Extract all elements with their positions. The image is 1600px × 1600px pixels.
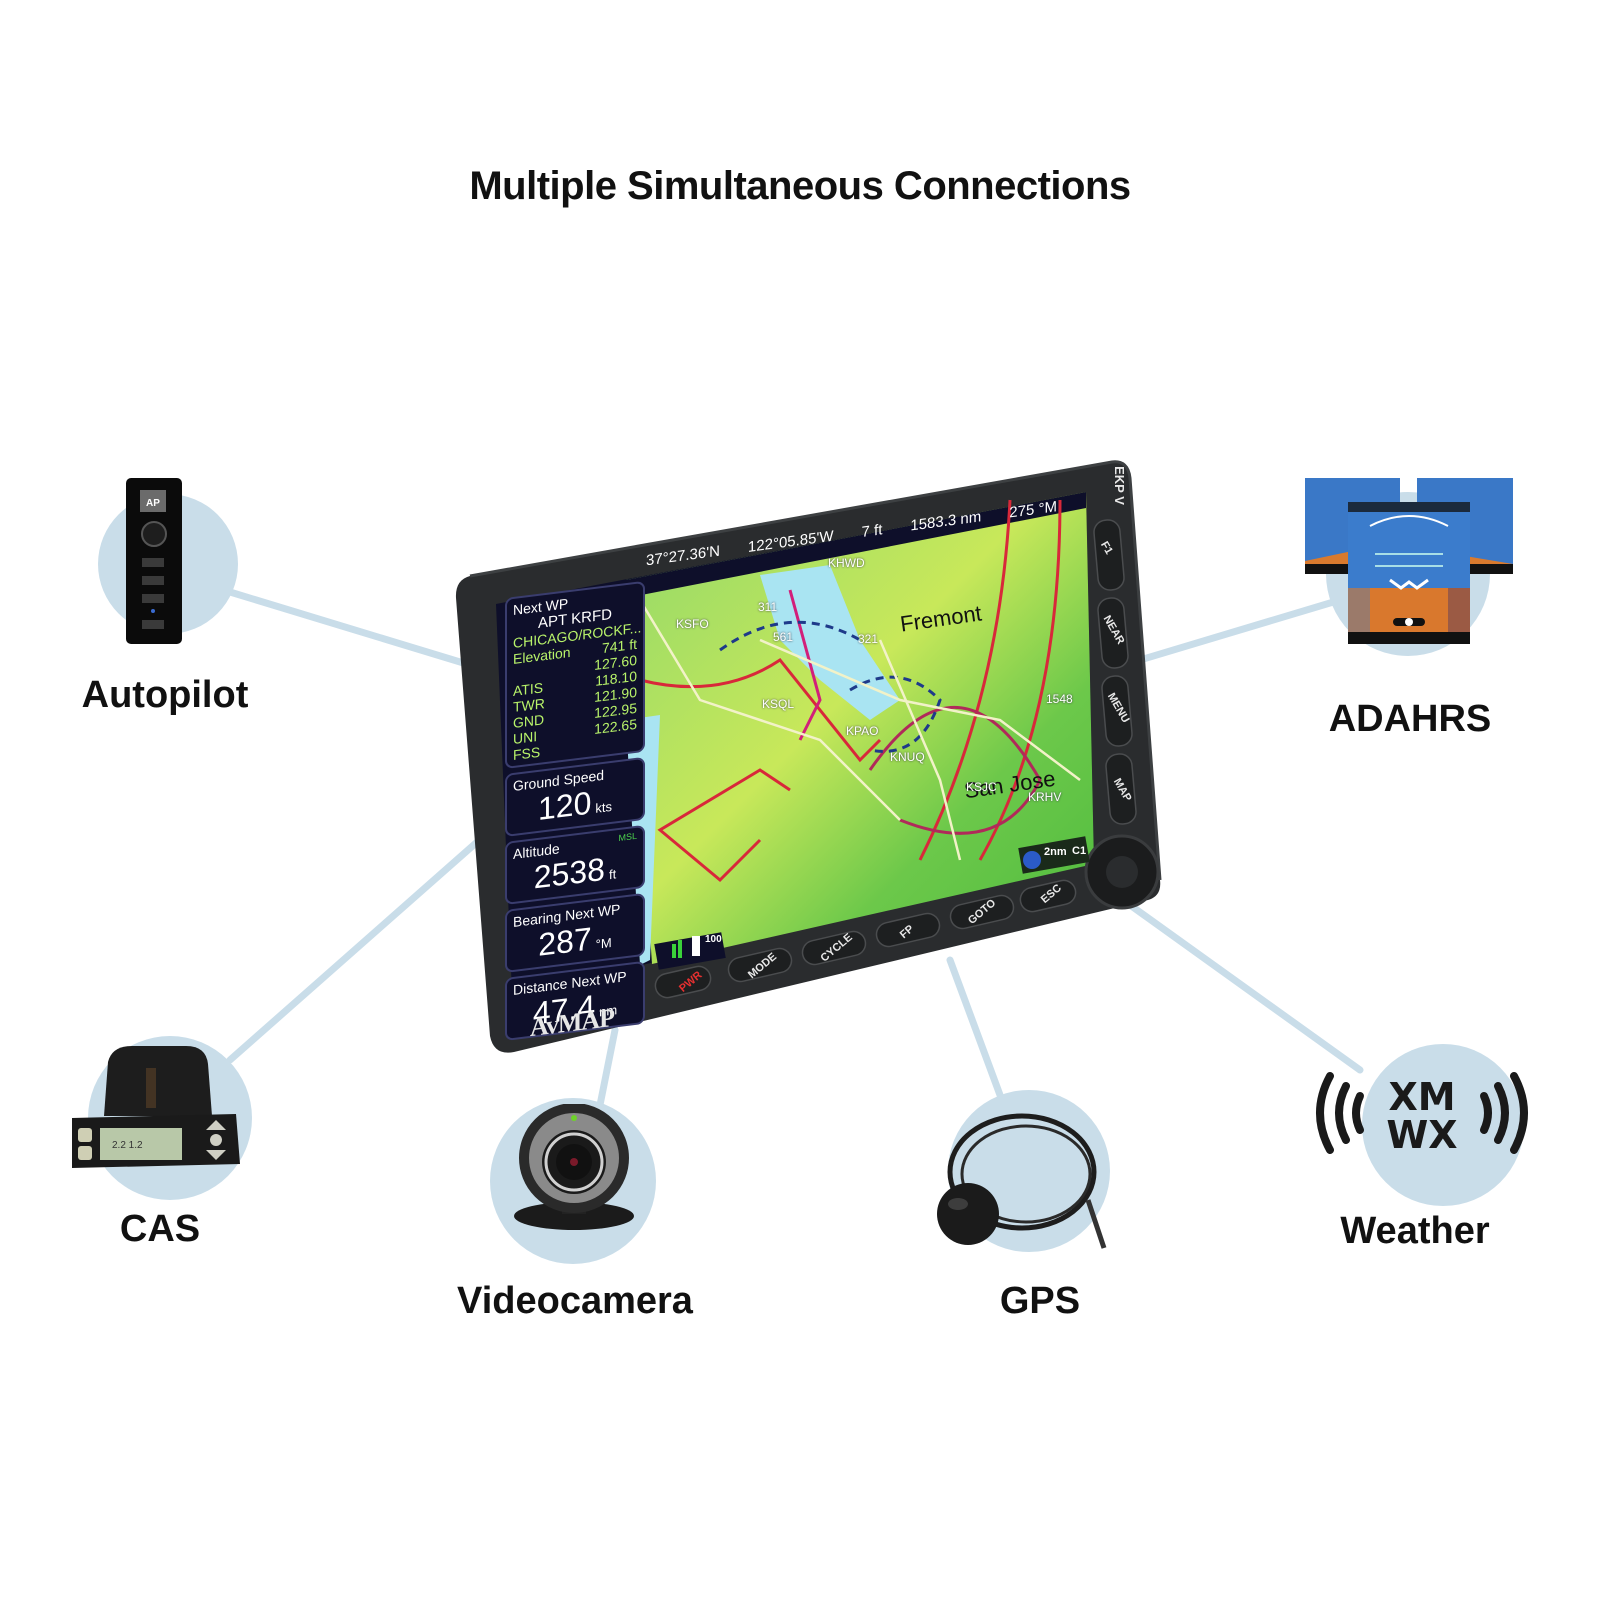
freq-label: FSS [513, 743, 541, 764]
map-obstacle-label: 321 [858, 632, 879, 646]
map-airport-label[interactable]: KRHV [1028, 790, 1062, 804]
gps-antenna-icon [937, 1113, 1107, 1249]
peripheral-label: GPS [999, 1280, 1081, 1322]
webcam-icon [514, 1104, 634, 1230]
battery-percent: 100 [705, 934, 722, 945]
peripheral-label: ADAHRS [1328, 698, 1492, 740]
bearing-next-wp-panel[interactable]: Bearing Next WP 287°M [505, 892, 645, 973]
map-obstacle-label: 1548 [1046, 692, 1073, 706]
model-label: EKP V [1111, 466, 1127, 505]
map-airport-label[interactable]: KSQL [762, 697, 795, 711]
bearing-value: 287 [538, 920, 592, 963]
bubble-background [1362, 1044, 1524, 1206]
peripheral-label: Weather [1340, 1210, 1490, 1252]
map-obstacle-label: 561 [773, 630, 794, 644]
map-airport-label[interactable]: KNUQ [890, 750, 925, 764]
map-obstacle-label: 311 [758, 600, 778, 614]
map-scale[interactable]: 2nm [1044, 846, 1067, 858]
peripheral-label: Autopilot [81, 674, 249, 716]
map-mode: C1 [1072, 845, 1087, 857]
page-title: Multiple Simultaneous Connections [469, 164, 1131, 208]
unit: °M [595, 934, 612, 952]
map-airport-label[interactable]: KSJC [966, 780, 997, 794]
svg-text:2.2 1.2: 2.2 1.2 [112, 1140, 143, 1151]
unit: ft [608, 866, 617, 883]
peripheral-label: CAS [119, 1208, 201, 1250]
next-wp-panel[interactable]: Next WP APT KRFD CHICAGO/ROCKF... Elevat… [505, 580, 645, 769]
map-airport-label[interactable]: KPAO [846, 724, 879, 738]
map-airport-label[interactable]: KHWD [828, 556, 865, 570]
svg-text:AP: AP [146, 498, 160, 509]
flight-data-sidebar: Next WP APT KRFD CHICAGO/ROCKF... Elevat… [505, 580, 645, 1046]
ground-speed-value: 120 [537, 784, 592, 827]
altitude-value: 2538 [533, 850, 605, 896]
map-airport-label[interactable]: KSFO [676, 617, 709, 631]
collision-avoidance-unit-icon: 2.2 1.2 [72, 1046, 240, 1168]
svg-text:XM: XM [1388, 1075, 1455, 1119]
autopilot-panel-icon: AP [126, 478, 182, 644]
xm-wx-weather-icon: XM WX [1316, 1072, 1528, 1157]
attitude-display-icon [1305, 478, 1513, 644]
unit: kts [595, 798, 612, 816]
peripheral-label: Videocamera [457, 1280, 693, 1322]
altitude-readout: 7 ft [861, 521, 883, 541]
svg-text:WX: WX [1386, 1113, 1457, 1157]
